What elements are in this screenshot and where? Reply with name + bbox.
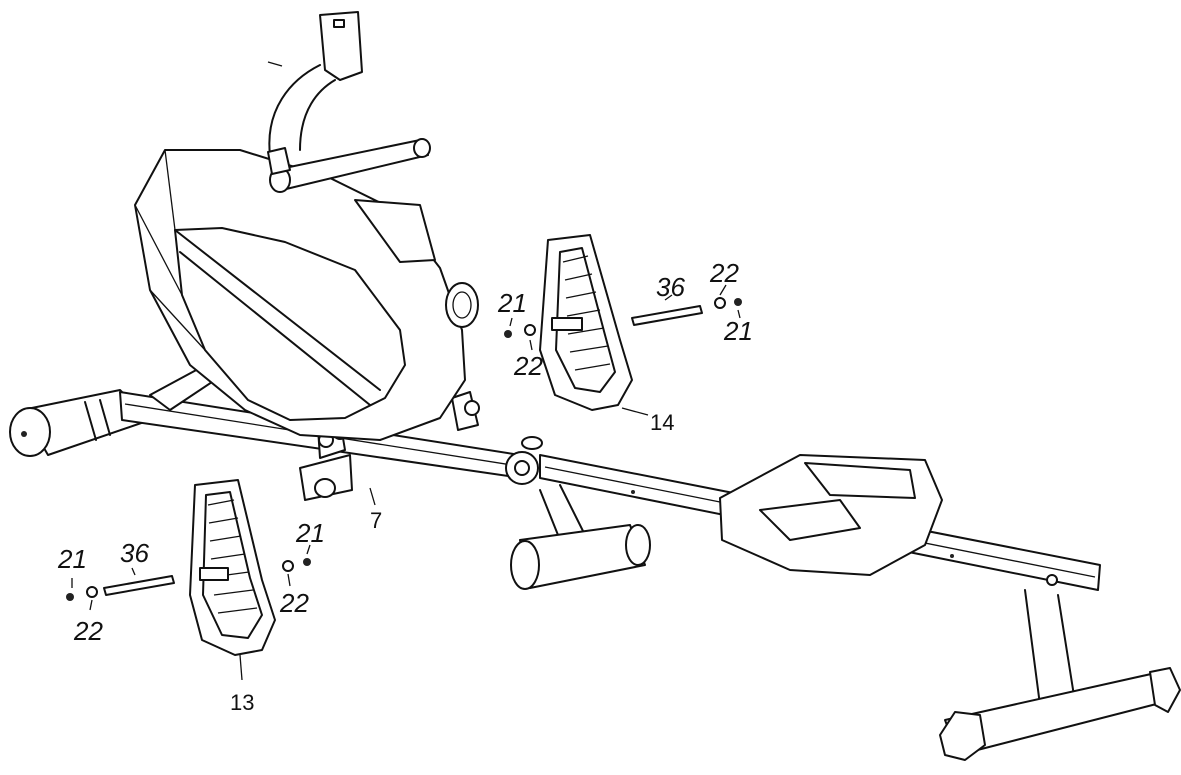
callout-washer-left-inner: 22 [279, 588, 309, 618]
right-pedal [539, 234, 633, 411]
flywheel-housing [134, 149, 479, 441]
rear-stabilizer [939, 589, 1181, 761]
callout-bolt-right: 21 [497, 288, 527, 318]
callout-axle-left: 36 [120, 538, 149, 568]
callout-front-frame-rail: 7 [370, 508, 382, 533]
callout-washer-left-outer: 22 [73, 616, 103, 646]
callout-washer-right-outer: 22 [709, 258, 739, 288]
callout-axle-right: 36 [656, 272, 685, 302]
left-pedal [189, 479, 276, 656]
right-hardware [504, 284, 742, 416]
left-hardware [66, 487, 376, 681]
callout-bolt-left: 21 [57, 544, 87, 574]
callout-washer-right-inner: 22 [513, 351, 543, 381]
middle-roller [510, 484, 651, 590]
seat [719, 454, 943, 576]
front-stabilizer [9, 389, 151, 457]
callout-left-pedal: 13 [230, 690, 254, 715]
callout-nut-left: 21 [295, 518, 325, 548]
callout-nut-right: 21 [723, 316, 753, 346]
handlebar-console [267, 11, 431, 193]
callout-right-pedal: 14 [650, 410, 674, 435]
